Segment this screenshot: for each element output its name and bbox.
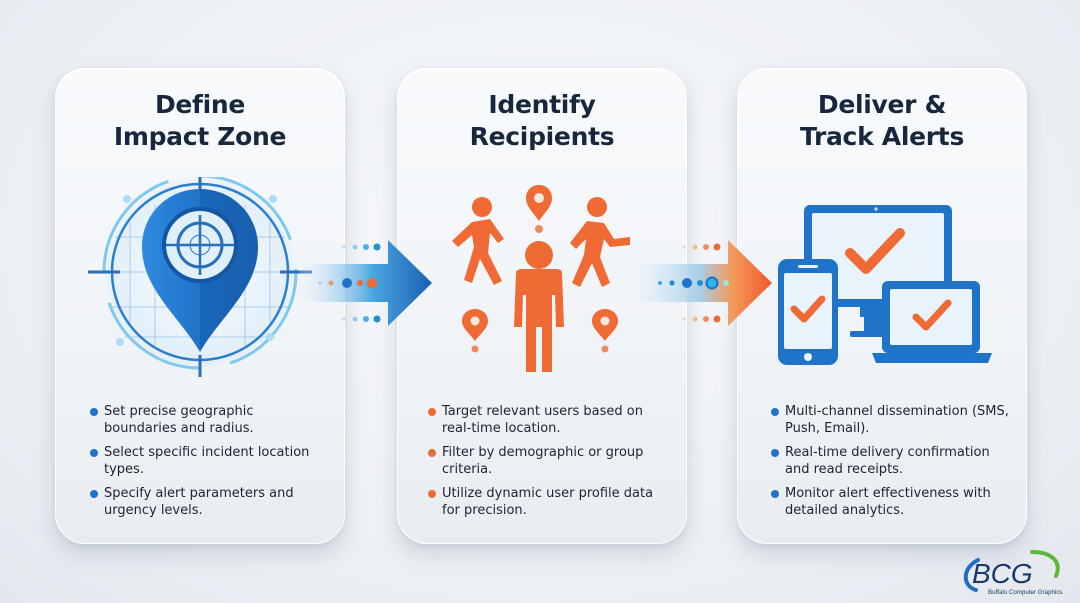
list-item: Target relevant users based on real-time… bbox=[428, 403, 672, 437]
list-item: Real-time delivery confirmation and read… bbox=[771, 444, 1012, 478]
step-title: Define Impact Zone bbox=[56, 89, 344, 153]
bullet-dot-icon bbox=[90, 490, 98, 498]
step-card-deliver-track-alerts: Deliver & Track Alerts Multi-channel bbox=[737, 68, 1027, 544]
map-pin-target-icon bbox=[56, 177, 344, 417]
arrow-right-icon bbox=[300, 228, 440, 342]
bullet-dot-icon bbox=[428, 408, 436, 416]
bullet-dot-icon bbox=[428, 490, 436, 498]
step-title: Deliver & Track Alerts bbox=[738, 89, 1026, 153]
title-line-2: Recipients bbox=[469, 122, 615, 151]
title-line-1: Deliver & bbox=[817, 90, 947, 119]
list-item: Utilize dynamic user profile data for pr… bbox=[428, 485, 672, 519]
list-item: Filter by demographic or group criteria. bbox=[428, 444, 672, 478]
list-item: Multi-channel dissemination (SMS, Push, … bbox=[771, 403, 1012, 437]
bullet-dot-icon bbox=[771, 408, 779, 416]
step-card-identify-recipients: Identify Recipients bbox=[397, 68, 687, 544]
list-item: Specify alert parameters and urgency lev… bbox=[90, 485, 330, 519]
logo-tagline: Buffalo Computer Graphics bbox=[988, 589, 1063, 596]
bullet-text: Set precise geographic boundaries and ra… bbox=[104, 404, 254, 436]
title-line-1: Define bbox=[154, 90, 246, 119]
bullet-text: Multi-channel dissemination (SMS, Push, … bbox=[785, 404, 1009, 436]
list-item: Set precise geographic boundaries and ra… bbox=[90, 403, 330, 437]
bcg-logo: BCG Buffalo Computer Graphics bbox=[958, 546, 1074, 600]
bullet-text: Real-time delivery confirmation and read… bbox=[785, 445, 990, 477]
bullet-text: Target relevant users based on real-time… bbox=[442, 404, 643, 436]
bullet-dot-icon bbox=[428, 449, 436, 457]
step-title: Identify Recipients bbox=[398, 89, 686, 153]
step-card-define-impact-zone: Define Impact Zone bbox=[55, 68, 345, 544]
bullet-text: Filter by demographic or group criteria. bbox=[442, 445, 644, 477]
title-line-2: Impact Zone bbox=[113, 122, 287, 151]
arrow-right-icon bbox=[640, 228, 780, 342]
list-item: Select specific incident location types. bbox=[90, 444, 330, 478]
bullet-text: Monitor alert effectiveness with detaile… bbox=[785, 486, 991, 518]
list-item: Monitor alert effectiveness with detaile… bbox=[771, 485, 1012, 519]
bullet-dot-icon bbox=[771, 490, 779, 498]
bullet-text: Utilize dynamic user profile data for pr… bbox=[442, 486, 654, 518]
bullet-text: Select specific incident location types. bbox=[104, 445, 310, 477]
bullet-dot-icon bbox=[90, 408, 98, 416]
people-location-icon bbox=[398, 177, 686, 417]
title-line-1: Identify bbox=[488, 90, 596, 119]
bullet-list: Target relevant users based on real-time… bbox=[428, 403, 672, 526]
bullet-list: Set precise geographic boundaries and ra… bbox=[90, 403, 330, 526]
bullet-list: Multi-channel dissemination (SMS, Push, … bbox=[771, 403, 1012, 526]
title-line-2: Track Alerts bbox=[799, 122, 965, 151]
logo-mark: BCG bbox=[972, 558, 1033, 589]
devices-checkmark-icon bbox=[738, 177, 1026, 417]
bullet-dot-icon bbox=[771, 449, 779, 457]
bullet-dot-icon bbox=[90, 449, 98, 457]
bullet-text: Specify alert parameters and urgency lev… bbox=[104, 486, 294, 518]
